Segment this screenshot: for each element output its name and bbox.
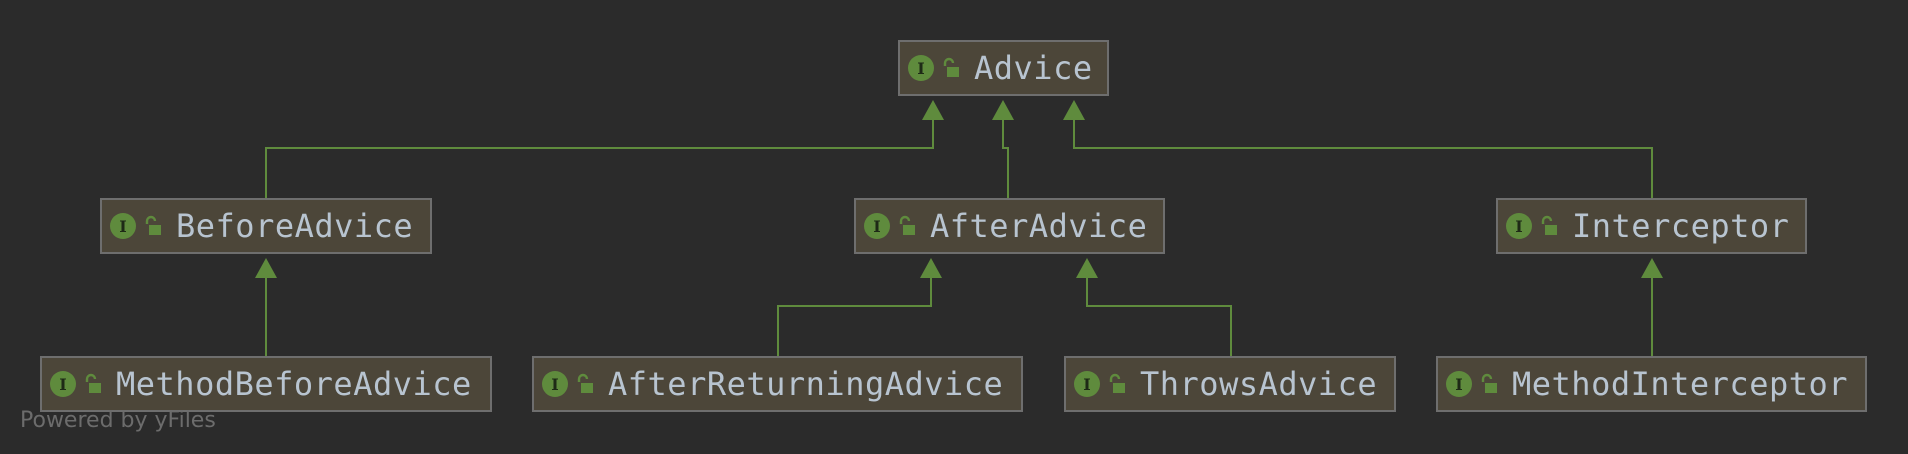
node-label: MethodBeforeAdvice — [116, 365, 472, 403]
interface-icon: I — [908, 55, 934, 81]
arrowhead-icon — [1063, 100, 1085, 120]
unlock-icon — [1109, 373, 1125, 393]
unlock-icon — [899, 215, 915, 235]
edge-after-to-advice — [1002, 118, 1009, 198]
edge-afterreturning-to-after — [777, 276, 932, 356]
interface-icon: I — [1446, 371, 1472, 397]
interface-icon: I — [1074, 371, 1100, 397]
node-label: MethodInterceptor — [1512, 365, 1849, 403]
unlock-icon — [1541, 215, 1557, 235]
interface-icon: I — [1506, 213, 1532, 239]
node-method-before-advice[interactable]: I MethodBeforeAdvice — [40, 356, 492, 412]
node-after-returning-advice[interactable]: I AfterReturningAdvice — [532, 356, 1023, 412]
node-method-interceptor[interactable]: I MethodInterceptor — [1436, 356, 1867, 412]
unlock-icon — [1481, 373, 1497, 393]
node-label: AfterAdvice — [930, 207, 1148, 245]
unlock-icon — [145, 215, 161, 235]
interface-icon: I — [542, 371, 568, 397]
node-after-advice[interactable]: I AfterAdvice — [854, 198, 1165, 254]
unlock-icon — [577, 373, 593, 393]
arrowhead-icon — [992, 100, 1014, 120]
node-label: ThrowsAdvice — [1140, 365, 1378, 403]
unlock-icon — [943, 57, 959, 77]
interface-icon: I — [110, 213, 136, 239]
arrowhead-icon — [1076, 258, 1098, 278]
arrowhead-icon — [920, 258, 942, 278]
arrowhead-icon — [1641, 258, 1663, 278]
edge-before-to-advice — [265, 118, 934, 198]
edge-interceptor-to-advice — [1073, 118, 1653, 198]
arrowhead-icon — [255, 258, 277, 278]
arrowhead-icon — [922, 100, 944, 120]
node-interceptor[interactable]: I Interceptor — [1496, 198, 1807, 254]
watermark: Powered by yFiles — [20, 408, 216, 433]
node-before-advice[interactable]: I BeforeAdvice — [100, 198, 432, 254]
node-label: Advice — [974, 49, 1093, 87]
node-throws-advice[interactable]: I ThrowsAdvice — [1064, 356, 1396, 412]
node-label: AfterReturningAdvice — [608, 365, 1004, 403]
node-advice[interactable]: I Advice — [898, 40, 1109, 96]
interface-icon: I — [864, 213, 890, 239]
unlock-icon — [85, 373, 101, 393]
node-label: Interceptor — [1572, 207, 1790, 245]
node-label: BeforeAdvice — [176, 207, 414, 245]
interface-icon: I — [50, 371, 76, 397]
edge-throws-to-after — [1086, 276, 1232, 356]
